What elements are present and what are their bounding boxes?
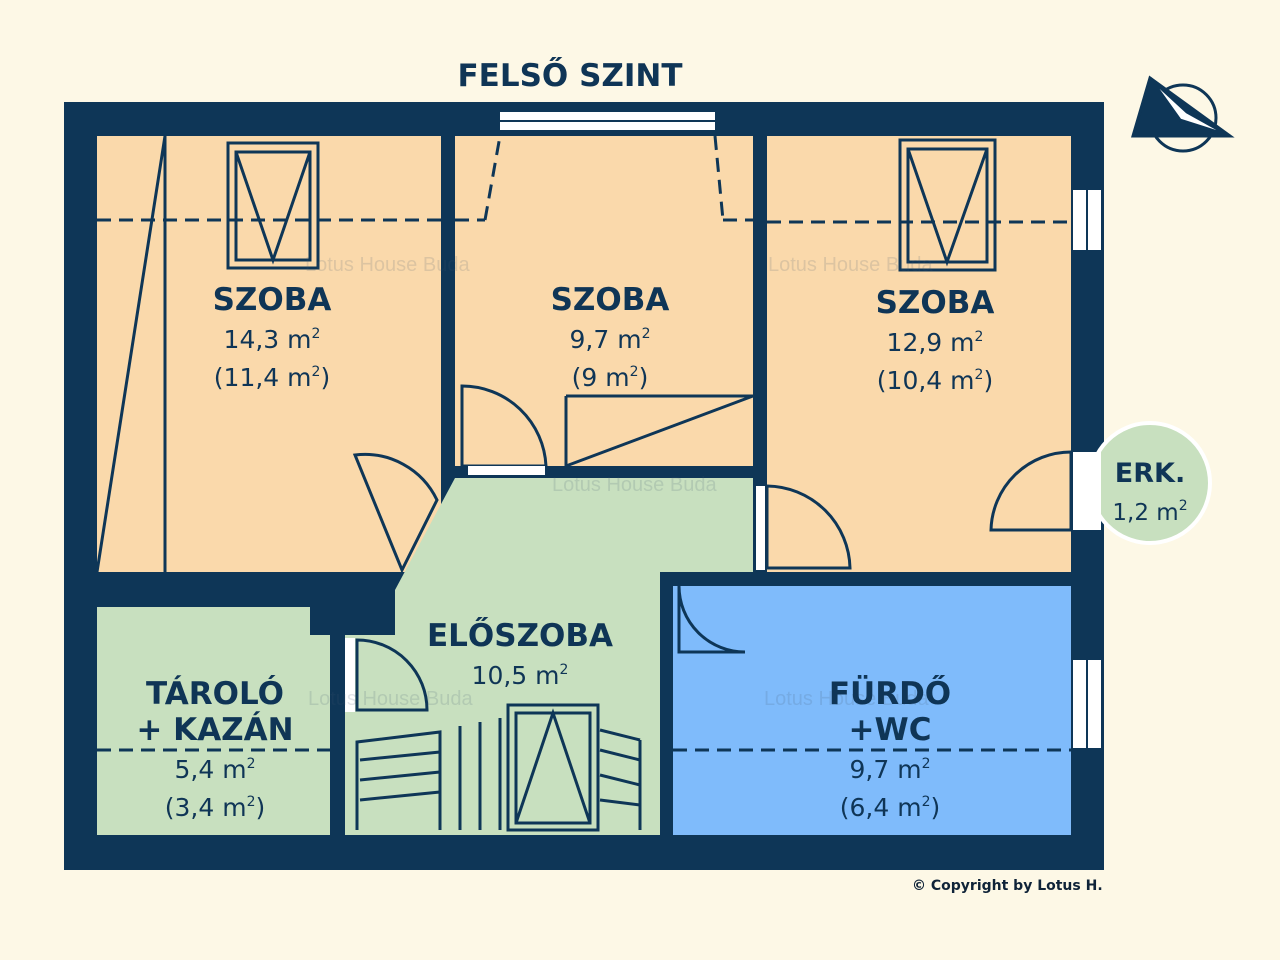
watermark: Lotus House Buda	[768, 254, 933, 276]
room-name: SZOBA	[550, 282, 670, 318]
room-name: ELŐSZOBA	[426, 618, 614, 654]
room-label-erkely: ERK. 1,2 m2	[1112, 458, 1187, 529]
detail-lines	[95, 135, 997, 832]
room-label-szoba-1: SZOBA 14,3 m2 (11,4 m2)	[213, 282, 332, 394]
room-name: FÜRDŐ	[828, 676, 952, 712]
watermark: Lotus House Buda	[308, 688, 473, 710]
room-area: 9,7 m2	[849, 755, 931, 784]
copyright-notice: © Copyright by Lotus H.	[912, 878, 1103, 894]
room-net-area: (10,4 m2)	[876, 366, 994, 395]
room-name: SZOBA	[212, 282, 332, 318]
room-area: 9,7 m2	[569, 325, 651, 354]
compass-icon	[1130, 75, 1235, 153]
window-lines	[500, 120, 1088, 748]
wall-furdo-left	[660, 572, 673, 835]
room-label-eloszoba: ELŐSZOBA 10,5 m2	[427, 618, 613, 692]
room-name: SZOBA	[875, 285, 995, 321]
room-name: + KAZÁN	[136, 712, 294, 748]
room-area: 14,3 m2	[223, 325, 321, 354]
room-fill-szoba-2	[455, 136, 753, 466]
room-name: +WC	[848, 712, 932, 748]
plan-title: FELSŐ SZINT	[457, 58, 683, 94]
room-fill-eloszoba	[345, 478, 753, 835]
slope-lines	[97, 135, 1071, 752]
wall-stub	[310, 572, 395, 635]
watermark: Lotus House Buda	[552, 474, 717, 496]
room-area: 1,2 m2	[1112, 498, 1188, 526]
room-net-area: (6,4 m2)	[839, 793, 941, 822]
room-name: TÁROLÓ	[146, 676, 284, 712]
room-area: 12,9 m2	[886, 328, 984, 357]
room-fill-tarolo	[97, 607, 330, 835]
room-name: ERK.	[1114, 458, 1186, 489]
watermark: Lotus House Buda	[305, 254, 470, 276]
room-net-area: (11,4 m2)	[213, 363, 331, 392]
room-fill-furdo	[673, 586, 1071, 835]
watermark: Lotus House Buda	[764, 688, 929, 710]
room-area: 5,4 m2	[174, 755, 256, 784]
room-net-area: (9 m2)	[571, 363, 649, 392]
room-fill-szoba-3	[767, 136, 1071, 572]
room-label-tarolo: TÁROLÓ + KAZÁN 5,4 m2 (3,4 m2)	[136, 676, 293, 824]
room-label-szoba-3: SZOBA 12,9 m2 (10,4 m2)	[876, 285, 995, 397]
room-label-szoba-2: SZOBA 9,7 m2 (9 m2)	[551, 282, 670, 394]
windows	[345, 112, 1101, 748]
door-swings	[352, 384, 1073, 712]
room-label-furdo: FÜRDŐ +WC 9,7 m2 (6,4 m2)	[829, 676, 951, 824]
room-net-area: (3,4 m2)	[164, 793, 266, 822]
room-area: 10,5 m2	[471, 661, 569, 690]
